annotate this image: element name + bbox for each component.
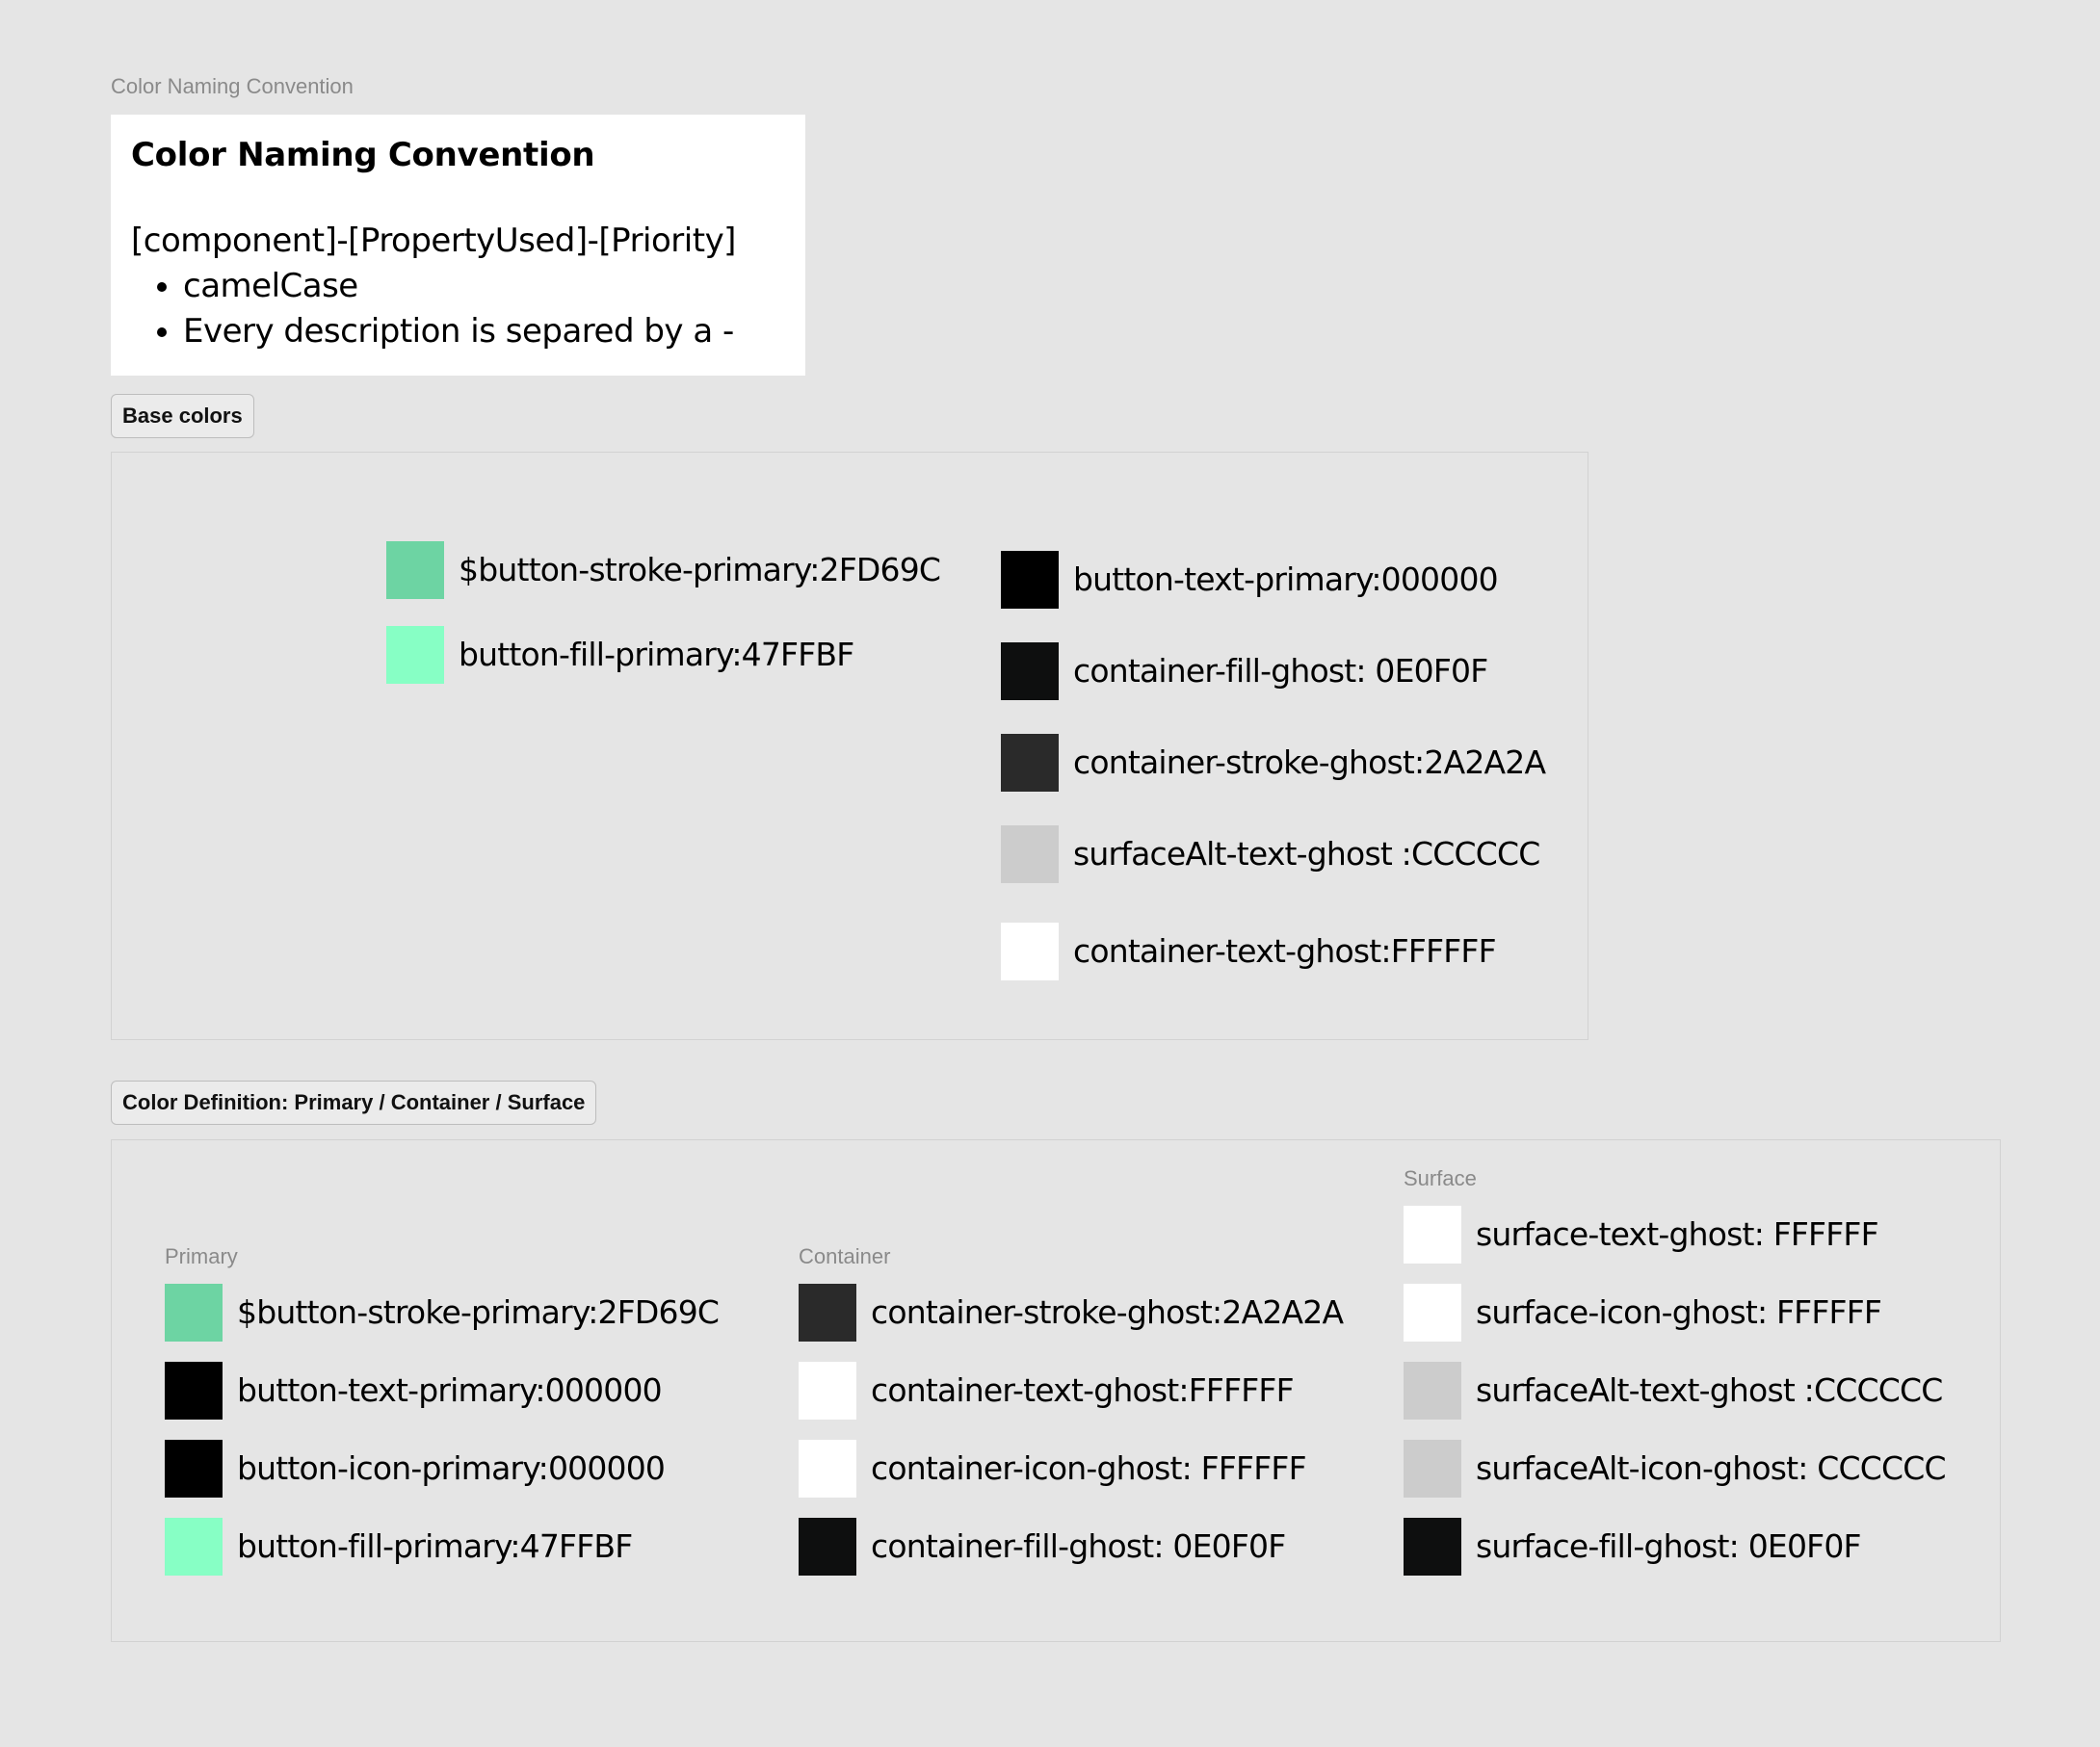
color-swatch <box>799 1362 856 1420</box>
note-bullet: camelCase <box>183 264 785 309</box>
color-swatch <box>1001 923 1059 980</box>
frame-label[interactable]: Color Naming Convention <box>111 74 354 98</box>
base-colors-section[interactable]: $button-stroke-primary:2FD69C button-fil… <box>111 452 1588 1040</box>
color-token-label: surfaceAlt-text-ghost :CCCCCC <box>1476 1371 1943 1409</box>
color-swatch-row[interactable]: container-fill-ghost: 0E0F0F <box>799 1518 1286 1576</box>
color-swatch-row[interactable]: surface-text-ghost: FFFFFF <box>1404 1206 1879 1264</box>
color-token-label: button-fill-primary:47FFBF <box>237 1527 633 1565</box>
color-swatch <box>1001 551 1059 609</box>
color-swatch-row[interactable]: container-text-ghost:FFFFFF <box>1001 923 1497 980</box>
color-swatch-row[interactable]: container-icon-ghost: FFFFFF <box>799 1440 1307 1498</box>
color-swatch-row[interactable]: button-text-primary:000000 <box>165 1362 663 1420</box>
color-swatch-row[interactable]: $button-stroke-primary:2FD69C <box>386 541 941 599</box>
color-token-label: $button-stroke-primary:2FD69C <box>237 1293 720 1331</box>
color-token-label: surface-text-ghost: FFFFFF <box>1476 1215 1879 1253</box>
color-swatch <box>799 1518 856 1576</box>
note-pattern: [component]-[PropertyUsed]-[Priority] <box>131 222 736 260</box>
color-swatch <box>386 541 444 599</box>
color-swatch <box>1001 642 1059 700</box>
color-token-label: container-fill-ghost: 0E0F0F <box>1073 652 1488 690</box>
color-swatch <box>1001 734 1059 792</box>
color-swatch <box>1404 1362 1461 1420</box>
color-swatch <box>165 1284 223 1342</box>
color-swatch <box>1404 1518 1461 1576</box>
color-token-label: surfaceAlt-text-ghost :CCCCCC <box>1073 835 1540 873</box>
color-swatch-row[interactable]: surface-icon-ghost: FFFFFF <box>1404 1284 1882 1342</box>
color-definition-section[interactable]: Primary $button-stroke-primary:2FD69C bu… <box>111 1139 2001 1642</box>
note-bullet: Every description is separed by a - <box>183 309 785 354</box>
color-token-label: button-fill-primary:47FFBF <box>459 636 854 673</box>
color-swatch <box>386 626 444 684</box>
color-swatch-row[interactable]: $button-stroke-primary:2FD69C <box>165 1284 720 1342</box>
color-token-label: button-icon-primary:000000 <box>237 1449 666 1487</box>
color-token-label: surface-fill-ghost: 0E0F0F <box>1476 1527 1862 1565</box>
color-token-label: container-icon-ghost: FFFFFF <box>871 1449 1307 1487</box>
color-swatch <box>799 1284 856 1342</box>
column-label-primary: Primary <box>165 1244 238 1268</box>
note-bullet-list: camelCase Every description is separed b… <box>131 264 785 354</box>
color-swatch-row[interactable]: container-fill-ghost: 0E0F0F <box>1001 642 1488 700</box>
color-token-label: container-text-ghost:FFFFFF <box>871 1371 1295 1409</box>
column-label-surface: Surface <box>1404 1166 1477 1190</box>
color-swatch <box>165 1362 223 1420</box>
color-swatch <box>165 1518 223 1576</box>
color-swatch-row[interactable]: button-text-primary:000000 <box>1001 551 1499 609</box>
color-token-label: button-text-primary:000000 <box>237 1371 663 1409</box>
color-swatch <box>1404 1206 1461 1264</box>
color-swatch-row[interactable]: container-stroke-ghost:2A2A2A <box>799 1284 1344 1342</box>
color-token-label: $button-stroke-primary:2FD69C <box>459 551 941 588</box>
column-label-container: Container <box>799 1244 891 1268</box>
color-token-label: container-fill-ghost: 0E0F0F <box>871 1527 1286 1565</box>
color-swatch <box>1404 1284 1461 1342</box>
color-swatch-row[interactable]: surfaceAlt-icon-ghost: CCCCCC <box>1404 1440 1947 1498</box>
color-token-label: surfaceAlt-icon-ghost: CCCCCC <box>1476 1449 1947 1487</box>
color-token-label: button-text-primary:000000 <box>1073 561 1499 598</box>
color-swatch-row[interactable]: container-stroke-ghost:2A2A2A <box>1001 734 1546 792</box>
color-swatch-row[interactable]: surfaceAlt-text-ghost :CCCCCC <box>1404 1362 1943 1420</box>
color-swatch <box>165 1440 223 1498</box>
color-token-label: surface-icon-ghost: FFFFFF <box>1476 1293 1882 1331</box>
color-swatch <box>1404 1440 1461 1498</box>
color-swatch <box>1001 825 1059 883</box>
color-swatch-row[interactable]: container-text-ghost:FFFFFF <box>799 1362 1295 1420</box>
color-swatch-row[interactable]: button-fill-primary:47FFBF <box>386 626 854 684</box>
color-swatch-row[interactable]: surface-fill-ghost: 0E0F0F <box>1404 1518 1862 1576</box>
color-swatch <box>799 1440 856 1498</box>
color-token-label: container-stroke-ghost:2A2A2A <box>871 1293 1344 1331</box>
color-token-label: container-stroke-ghost:2A2A2A <box>1073 743 1546 781</box>
naming-convention-note[interactable]: Color Naming Convention [component]-[Pro… <box>111 115 805 376</box>
color-swatch-row[interactable]: button-icon-primary:000000 <box>165 1440 666 1498</box>
color-swatch-row[interactable]: surfaceAlt-text-ghost :CCCCCC <box>1001 825 1540 883</box>
section-label-base-colors[interactable]: Base colors <box>111 394 254 438</box>
color-swatch-row[interactable]: button-fill-primary:47FFBF <box>165 1518 633 1576</box>
note-title: Color Naming Convention <box>131 136 595 174</box>
section-label-color-definition[interactable]: Color Definition: Primary / Container / … <box>111 1081 597 1125</box>
color-token-label: container-text-ghost:FFFFFF <box>1073 932 1497 970</box>
